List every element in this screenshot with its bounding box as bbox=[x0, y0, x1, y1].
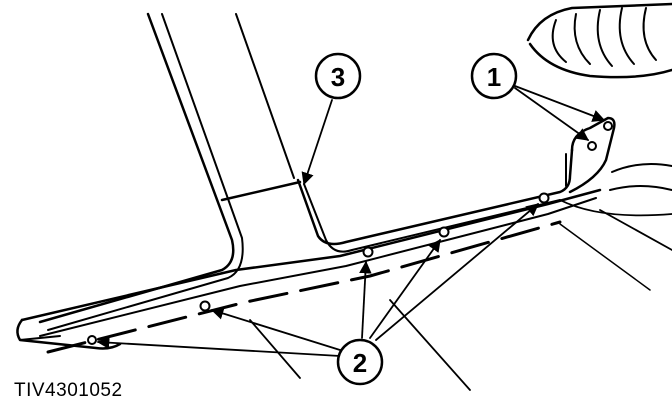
fastener-center bbox=[438, 226, 450, 238]
callout-2: 2 bbox=[336, 338, 384, 386]
callout-1-label: 1 bbox=[487, 62, 501, 92]
seat-outline bbox=[526, 2, 672, 217]
callout-2-label: 2 bbox=[353, 348, 367, 378]
vehicle-body-structure bbox=[38, 12, 616, 331]
fastener-front bbox=[87, 335, 97, 345]
fasteners bbox=[87, 121, 613, 345]
fastener-rear bbox=[538, 192, 550, 204]
floor-lines bbox=[249, 209, 672, 391]
sill-trim-panel bbox=[16, 188, 602, 354]
callout-1: 1 bbox=[470, 52, 518, 100]
figure-id-label: TIV4301052 bbox=[14, 380, 123, 401]
callout-3-label: 3 bbox=[331, 62, 345, 92]
fastener-middle bbox=[362, 246, 374, 258]
fastener-upper-rear-b bbox=[603, 121, 613, 131]
callout-3: 3 bbox=[314, 52, 362, 100]
fastener-upper-rear-a bbox=[587, 141, 597, 151]
leader-lines bbox=[96, 85, 606, 357]
fastener-lower-left bbox=[199, 300, 211, 312]
